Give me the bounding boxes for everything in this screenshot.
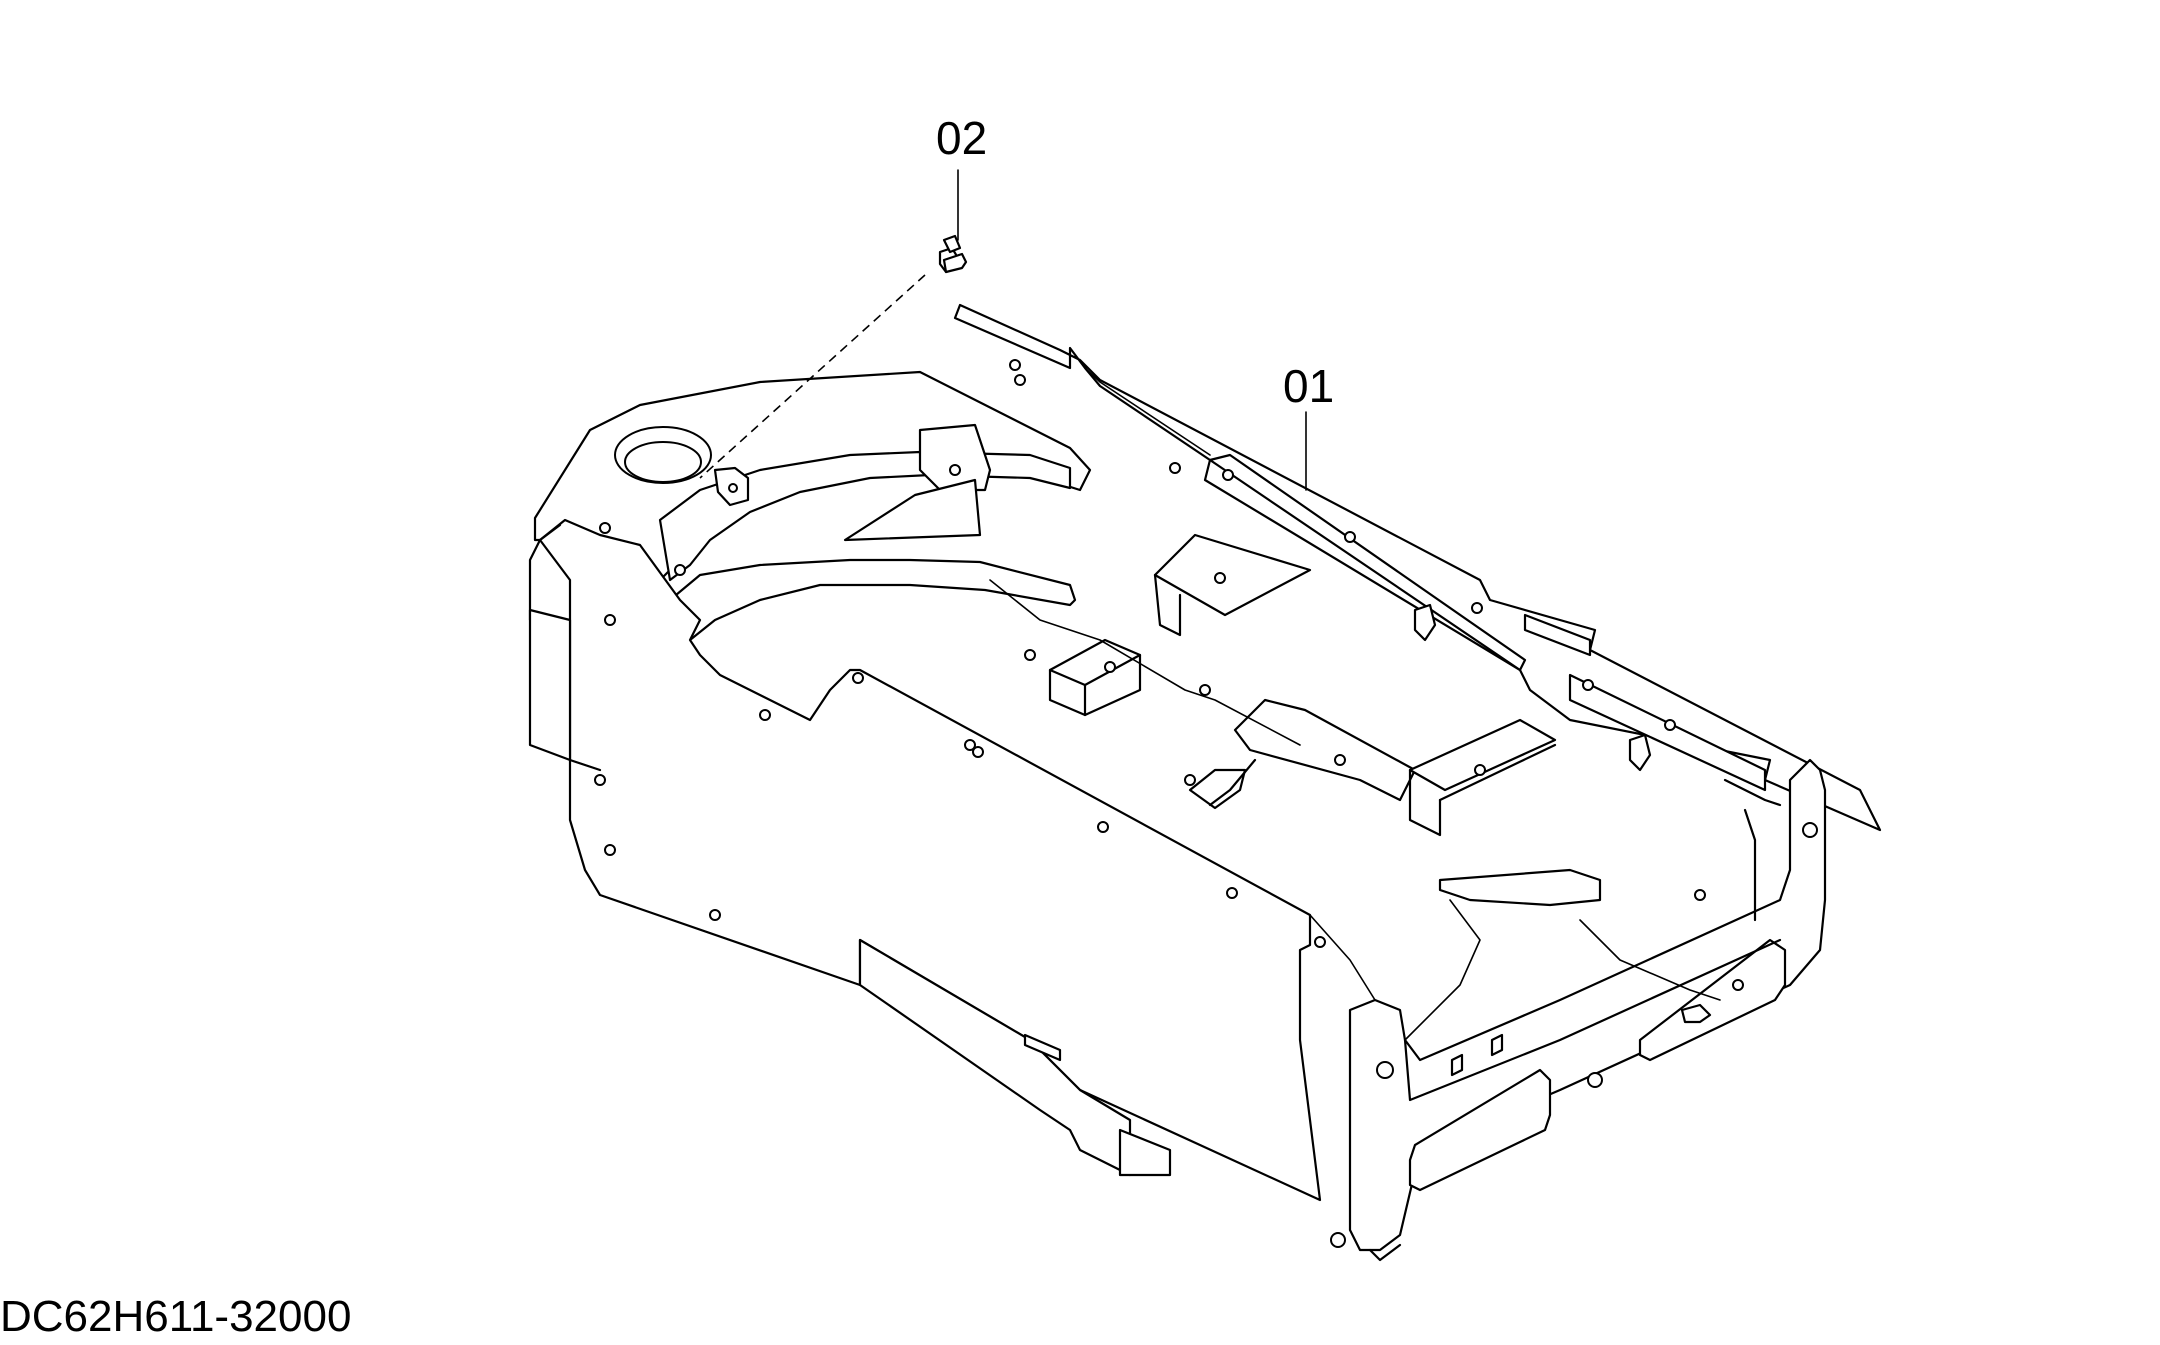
grease-nipple-part-02 <box>699 234 968 507</box>
callout-label-02: 02 <box>936 112 987 164</box>
mounting-holes <box>594 359 1818 1248</box>
callout-label-01: 01 <box>1283 360 1334 412</box>
frame-part-01 <box>528 303 1882 1262</box>
drawing-number: DC62H611-32000 <box>0 1292 352 1341</box>
